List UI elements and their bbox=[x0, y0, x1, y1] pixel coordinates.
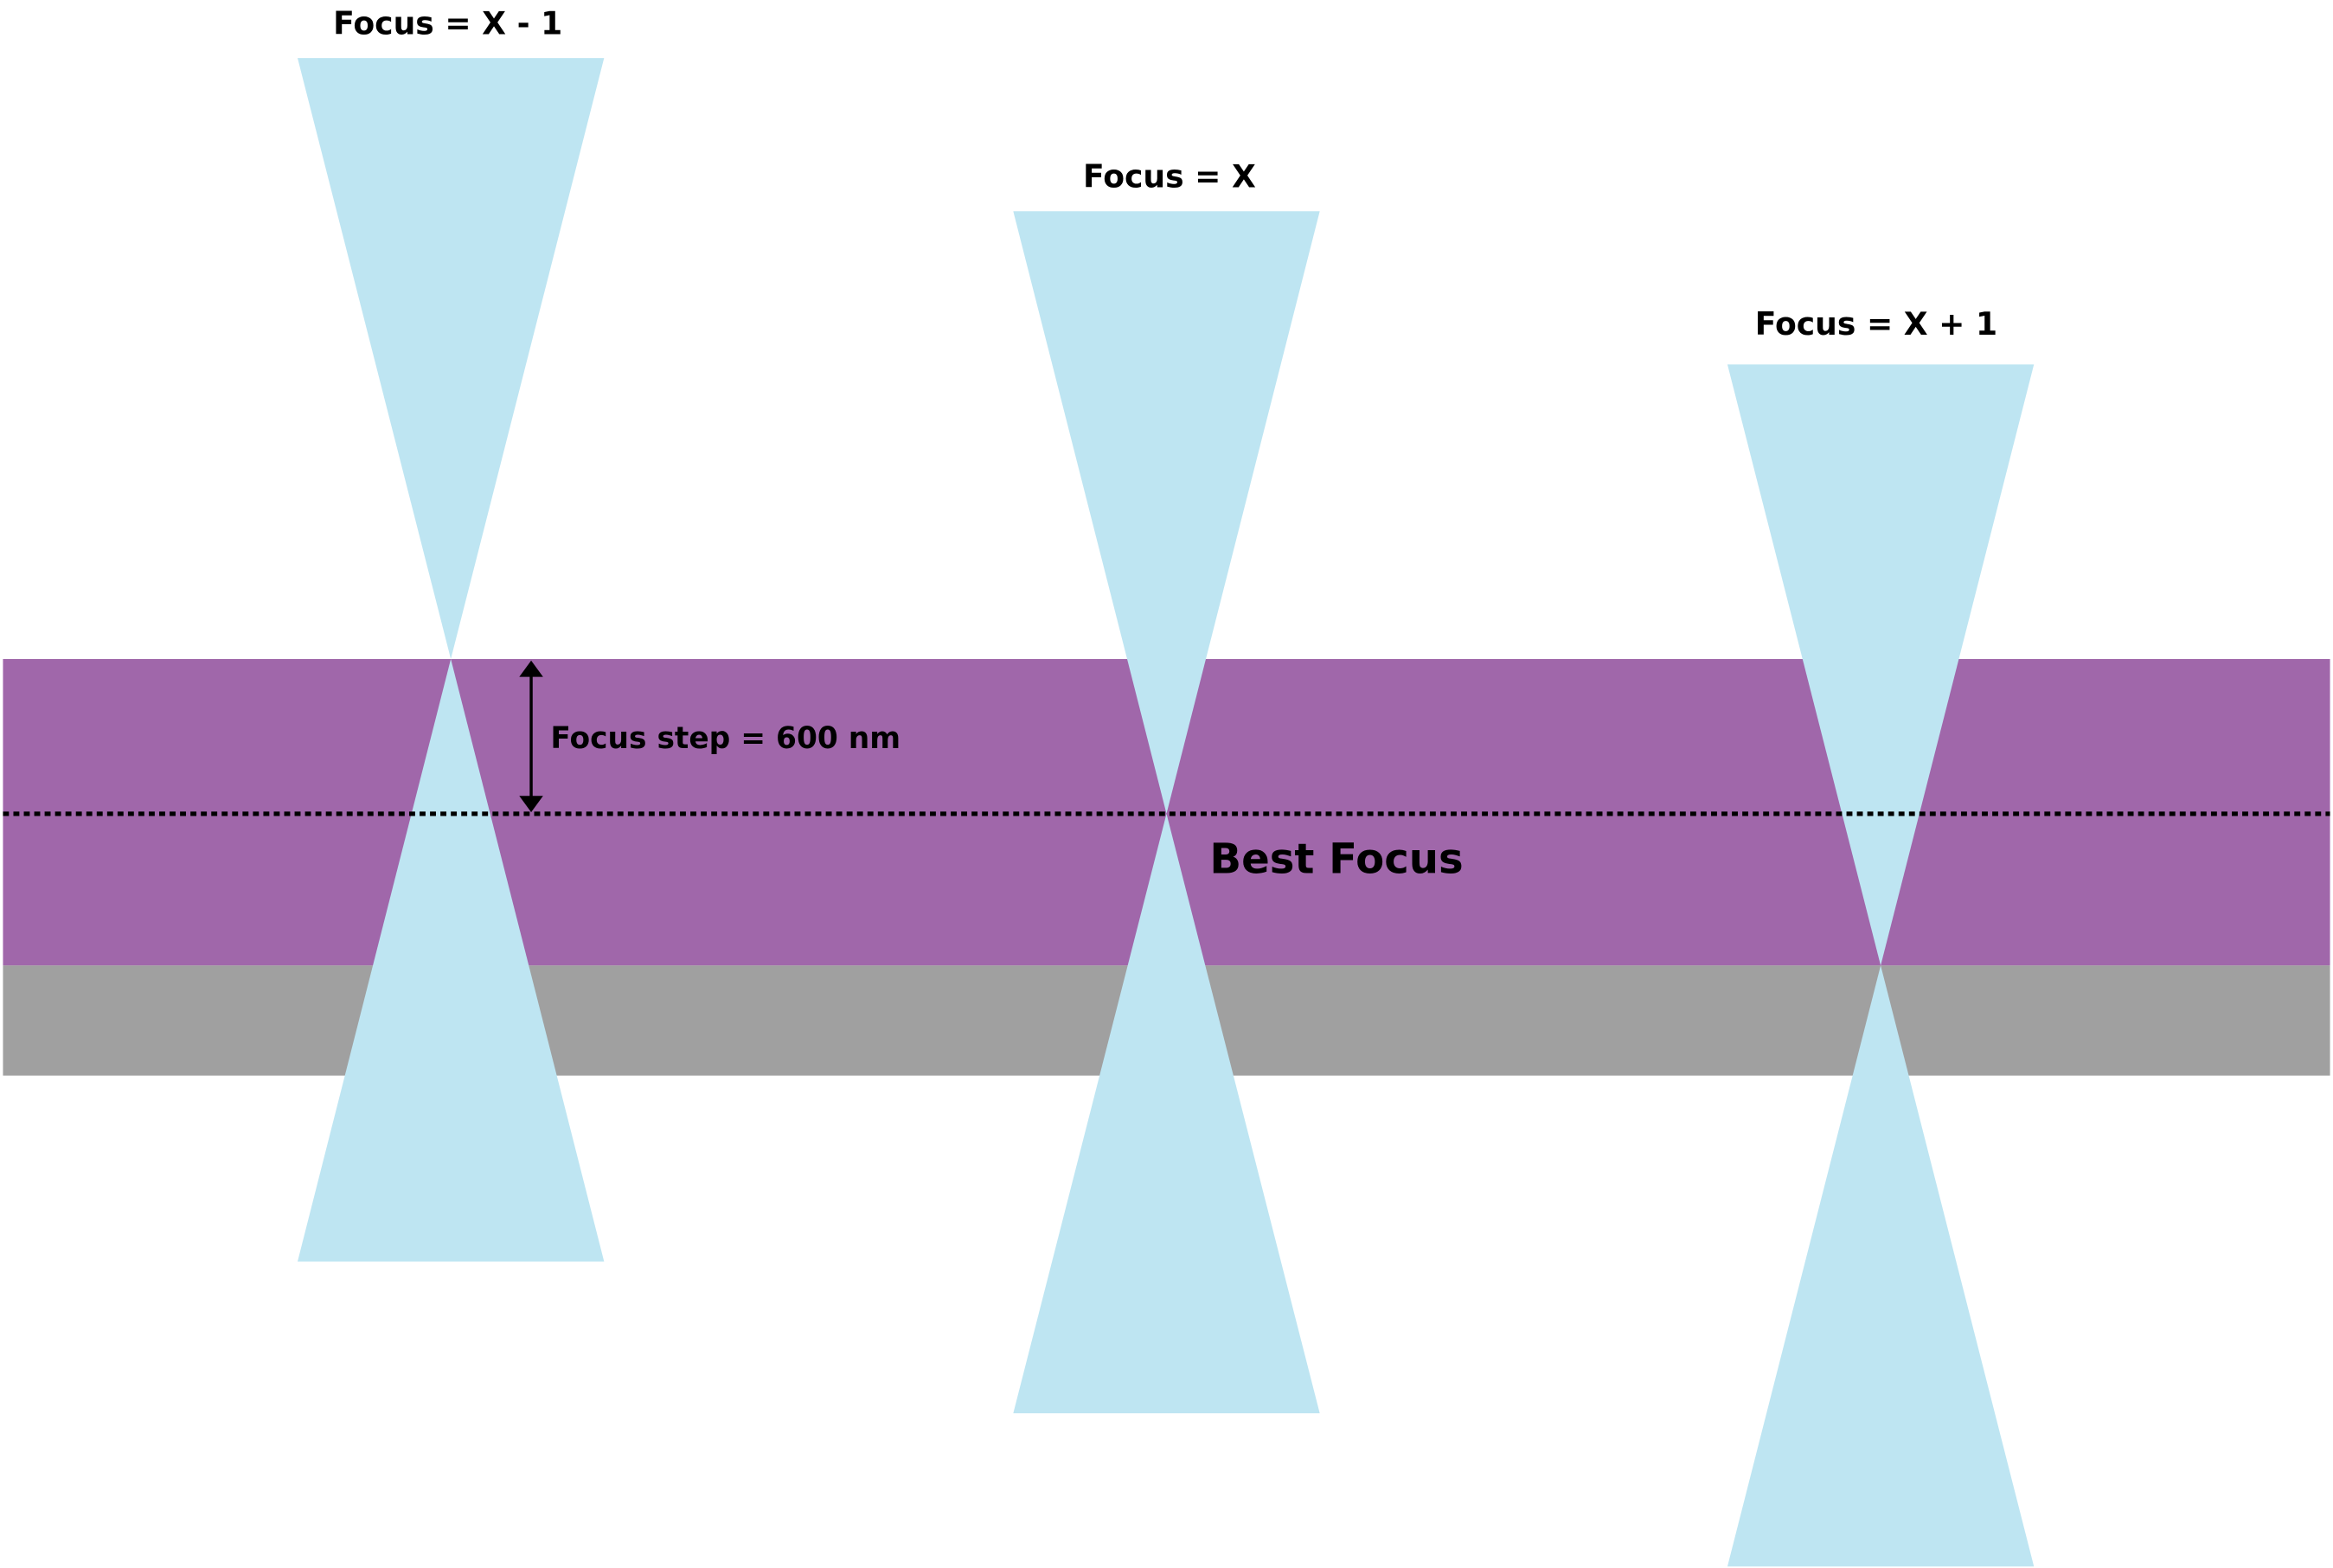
beam-cone-focus-plus bbox=[1727, 364, 2035, 1567]
label-focus-center: Focus = X bbox=[1083, 158, 1256, 195]
beam-cone-focus-center bbox=[1013, 211, 1320, 1414]
label-best-focus: Best Focus bbox=[1209, 835, 1463, 884]
label-focus-minus: Focus = X - 1 bbox=[333, 5, 562, 42]
label-focus-plus: Focus = X + 1 bbox=[1755, 305, 1997, 342]
label-focus-step: Focus step = 600 nm bbox=[550, 721, 901, 756]
focus-step-arrow bbox=[519, 660, 543, 813]
beam-cone-focus-minus bbox=[298, 58, 605, 1262]
